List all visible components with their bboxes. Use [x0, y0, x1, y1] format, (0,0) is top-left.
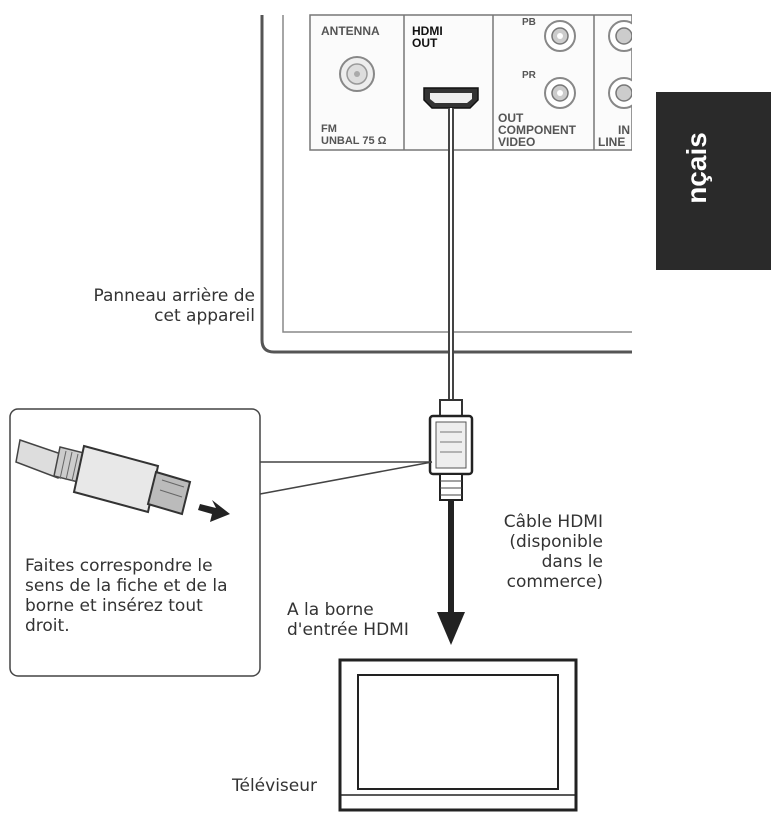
- tv-icon: [338, 658, 578, 812]
- rear-panel-outline: [260, 15, 632, 354]
- fm-label: FM: [321, 123, 337, 135]
- pr-label: PR: [522, 70, 537, 81]
- language-tab-text: nçais: [681, 132, 712, 204]
- language-tab: [656, 92, 771, 270]
- pb-label: PB: [522, 17, 536, 28]
- rear-panel-label: Panneau arrière de cet appareil: [93, 286, 255, 326]
- video-label: VIDEO: [498, 135, 535, 149]
- hdmi-out-label: OUT: [412, 36, 438, 50]
- antenna-label: ANTENNA: [321, 24, 380, 38]
- cable-label: Câble HDMI (disponible dans le commerce): [503, 512, 603, 592]
- hdmi-plug-icon: [428, 399, 474, 501]
- inset-hdmi-plug-icon: [15, 439, 192, 516]
- in-label: IN: [618, 123, 630, 137]
- insert-direction-arrow-icon: [198, 500, 230, 522]
- hdmi-label: HDMI: [412, 24, 443, 38]
- inset-instructions: Faites correspondre le sens de la fiche …: [25, 556, 228, 636]
- hdmi-input-label: A la borne d'entrée HDMI: [287, 600, 409, 640]
- line-label: LINE: [598, 135, 625, 149]
- unbal-label: UNBAL 75 Ω: [321, 135, 387, 147]
- tv-label: Téléviseur: [232, 776, 317, 796]
- rear-panel-inner-line: [282, 15, 632, 333]
- down-arrow-icon: [437, 612, 465, 645]
- component-label: COMPONENT: [498, 123, 577, 137]
- component-out-label: OUT: [498, 111, 524, 125]
